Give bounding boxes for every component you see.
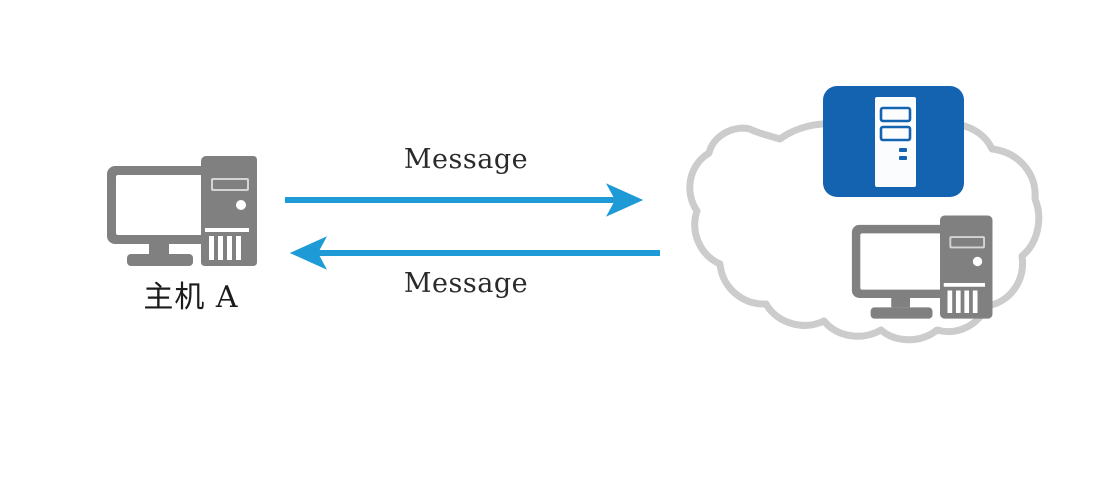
host-a-computer-icon <box>107 156 257 266</box>
host-a-label: 主机 A <box>143 280 239 315</box>
server-tile-icon <box>823 86 964 197</box>
message-label-outbound: Message <box>403 144 529 175</box>
desktop-computer-icon <box>851 215 993 319</box>
message-label-inbound: Message <box>403 268 529 299</box>
cloud-computer-icon <box>851 215 993 319</box>
desktop-computer-icon <box>107 156 257 266</box>
server-tile-icon <box>823 86 964 197</box>
